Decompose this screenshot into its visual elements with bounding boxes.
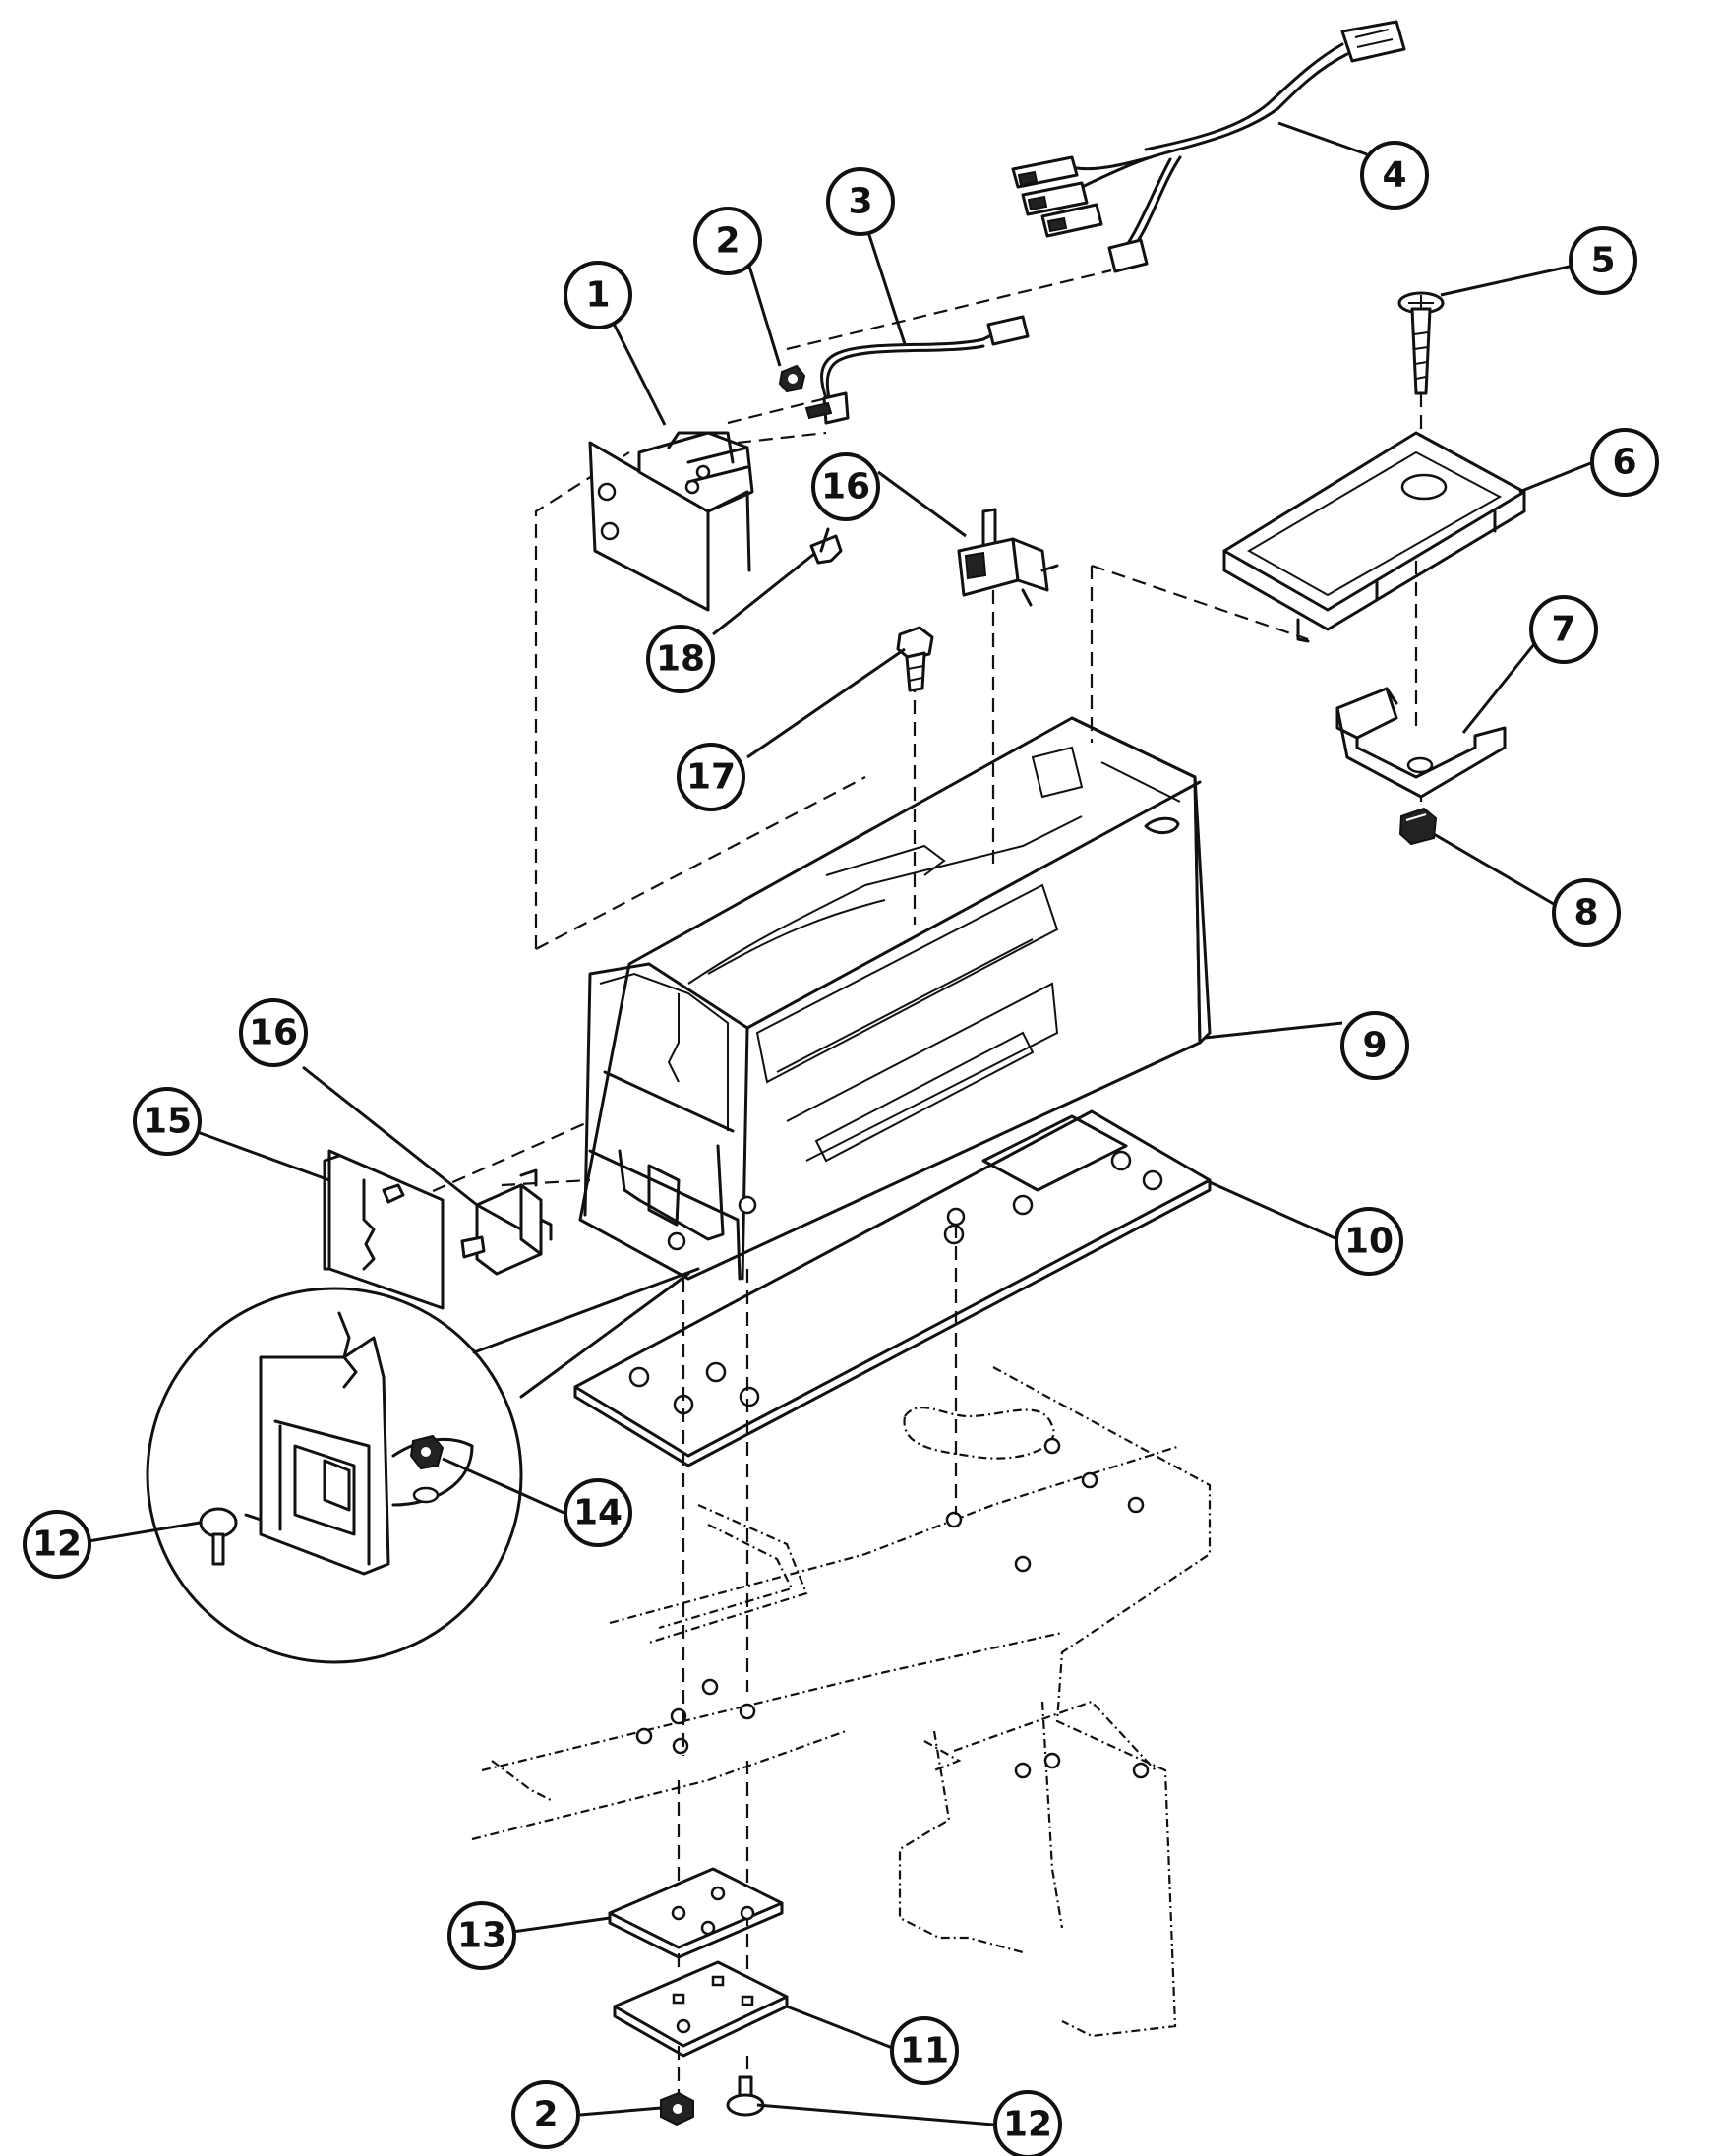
callout-5: 5 xyxy=(1569,226,1637,295)
nut-top xyxy=(778,364,806,393)
svg-text:5: 5 xyxy=(1590,241,1615,281)
carriage-bolt-inset xyxy=(199,1507,238,1566)
svg-text:1: 1 xyxy=(585,275,610,316)
callout-9: 9 xyxy=(1340,1011,1409,1080)
cover-plate xyxy=(1222,431,1526,643)
carriage-bolt-bottom xyxy=(726,2075,765,2117)
svg-text:9: 9 xyxy=(1362,1026,1387,1066)
support-plate-upper xyxy=(608,1867,784,1959)
detail-inset xyxy=(146,1267,700,1664)
svg-text:15: 15 xyxy=(143,1102,192,1142)
svg-text:6: 6 xyxy=(1612,443,1636,483)
callout-18: 18 xyxy=(646,625,715,693)
svg-text:12: 12 xyxy=(1003,2105,1052,2145)
callout-13: 13 xyxy=(447,1901,516,1970)
svg-text:3: 3 xyxy=(848,182,872,222)
callout-2-top: 2 xyxy=(693,207,762,275)
support-plate-lower xyxy=(613,1960,789,2058)
callout-6: 6 xyxy=(1590,428,1659,497)
side-cover-plate xyxy=(323,1149,445,1310)
svg-text:10: 10 xyxy=(1344,1222,1394,1262)
callout-16-left: 16 xyxy=(239,998,308,1067)
svg-text:4: 4 xyxy=(1382,155,1406,196)
bolt-housing xyxy=(896,626,934,692)
nut-bottom xyxy=(660,2091,694,2126)
screw-top xyxy=(1397,291,1445,395)
callout-3: 3 xyxy=(826,167,895,236)
callouts: 1 2 3 4 5 6 7 8 9 10 11 12 12 13 14 15 1… xyxy=(23,141,1659,2156)
wire-clip xyxy=(809,527,843,565)
micro-switch-top xyxy=(957,508,1059,607)
nut-bracket xyxy=(1398,807,1438,846)
svg-text:2: 2 xyxy=(715,221,740,262)
svg-text:16: 16 xyxy=(821,467,870,508)
callout-12-bottom: 12 xyxy=(993,2090,1062,2156)
callout-14: 14 xyxy=(564,1478,632,1547)
switch-bracket-assembly xyxy=(588,431,754,612)
svg-text:7: 7 xyxy=(1551,610,1575,650)
wire-harness-small xyxy=(804,315,1030,425)
svg-text:2: 2 xyxy=(533,2095,558,2135)
mounting-bracket xyxy=(1335,687,1507,799)
callout-16-top: 16 xyxy=(811,452,880,521)
callout-11: 11 xyxy=(890,2016,959,2085)
wire-harness-main xyxy=(1011,20,1406,273)
svg-text:16: 16 xyxy=(249,1013,298,1053)
svg-text:13: 13 xyxy=(457,1916,506,1956)
svg-text:18: 18 xyxy=(656,639,705,680)
main-housing xyxy=(578,716,1212,1281)
callout-17: 17 xyxy=(677,743,745,811)
micro-switch-left xyxy=(460,1168,553,1276)
svg-text:17: 17 xyxy=(686,757,736,798)
machine-frame-outline xyxy=(471,1366,1212,2038)
callout-2-bottom: 2 xyxy=(511,2080,580,2149)
svg-text:11: 11 xyxy=(900,2031,949,2071)
callout-8: 8 xyxy=(1552,878,1621,947)
callout-4: 4 xyxy=(1360,141,1429,210)
svg-text:14: 14 xyxy=(573,1493,623,1533)
callout-15: 15 xyxy=(133,1087,202,1156)
svg-text:12: 12 xyxy=(32,1525,82,1565)
callout-10: 10 xyxy=(1335,1207,1403,1276)
callout-7: 7 xyxy=(1529,595,1598,664)
assembly-guide-lines xyxy=(225,269,1423,2100)
svg-text:8: 8 xyxy=(1573,893,1598,933)
callout-12-inset: 12 xyxy=(23,1510,91,1579)
callout-1: 1 xyxy=(564,261,632,329)
